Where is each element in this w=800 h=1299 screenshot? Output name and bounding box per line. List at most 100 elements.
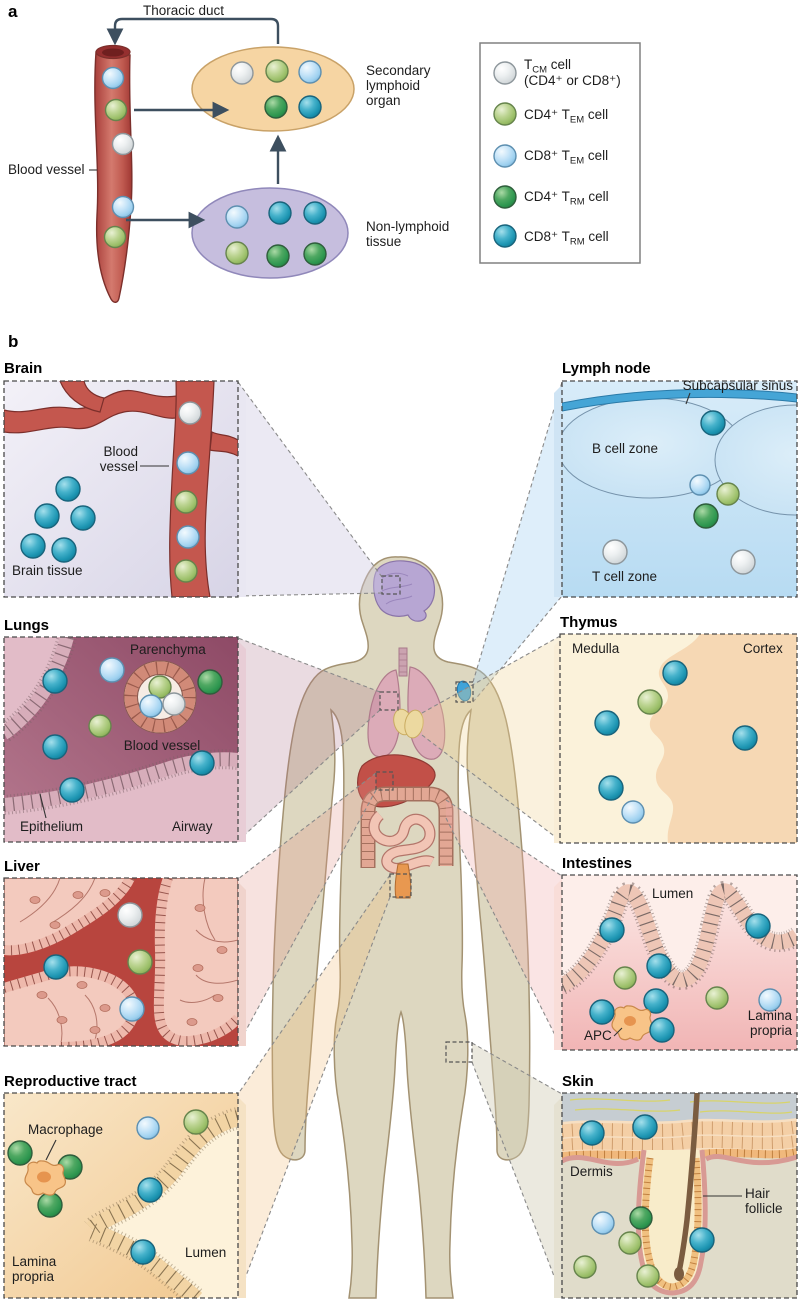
cd8-trm-cell <box>745 913 771 939</box>
b-cell-zone-label: B cell zone <box>592 441 659 456</box>
lungs-title: Lungs <box>4 617 49 634</box>
liver-title: Liver <box>4 858 40 875</box>
legend-item-cd4-trm: CD4⁺ TRM cell <box>524 189 609 208</box>
lymph-node-panel <box>554 380 798 598</box>
organ-zoom-boxes <box>375 575 474 1063</box>
lung-zoom-box <box>379 691 399 711</box>
intestines-panel <box>554 874 798 1051</box>
cd8-trm-cell <box>55 476 81 502</box>
blood-vessel-lumen <box>102 48 124 57</box>
tcm-cell-icon <box>493 61 517 85</box>
lymph-node-zoom-box <box>455 681 474 703</box>
cd4-tem-cell <box>104 98 128 122</box>
non-lymphoid-tissue-label: Non-lymphoid tissue <box>366 219 450 250</box>
reproductive-tract-title: Reproductive tract <box>4 1073 137 1090</box>
brain-panel <box>3 380 246 598</box>
cd8-trm-cell <box>700 410 726 436</box>
cd4-tem-cell <box>573 1255 597 1279</box>
subcapsular-sinus-label: Subcapsular sinus <box>682 378 793 393</box>
apc-nucleus <box>624 1016 636 1026</box>
cd4-tem-cell <box>225 241 249 265</box>
hair-shaft <box>676 1093 700 1275</box>
trachea-rings <box>399 653 407 673</box>
intestines-lamina-propria-label: Lamina propria <box>747 1008 792 1039</box>
cd4-trm-cell <box>629 1206 653 1230</box>
cd4-trm-cell <box>37 1192 63 1218</box>
hair-root <box>674 1267 684 1281</box>
medulla-label: Medulla <box>572 641 620 656</box>
brain-zoom-box <box>381 575 401 595</box>
cd4-trm-cell-icon <box>493 185 517 209</box>
epithelium-label: Epithelium <box>20 819 84 834</box>
legend-box <box>479 42 641 264</box>
cd8-trm-cell <box>589 999 615 1025</box>
tcm-cell <box>730 549 756 575</box>
cd4-tem-cell <box>637 689 663 715</box>
cd8-trm-cell <box>298 95 322 119</box>
lymph-node-organ <box>456 680 472 702</box>
thymus-title: Thymus <box>560 614 618 631</box>
cd8-trm-cell <box>189 750 215 776</box>
cd8-trm-cell-icon <box>493 224 517 248</box>
legend-item-cd8-tem: CD8⁺ TEM cell <box>524 148 609 167</box>
tcm-cell <box>111 132 135 156</box>
tcm-cell <box>230 61 254 85</box>
cd8-trm-cell <box>43 954 69 980</box>
cd4-tem-cell <box>127 949 153 975</box>
thymus-cortex-region <box>649 634 797 843</box>
cd4-tem-cell <box>174 490 198 514</box>
cd8-tem-cell <box>136 1116 160 1140</box>
hepatocyte-nuclei <box>29 889 228 1034</box>
cd4-tem-cell <box>618 1231 642 1255</box>
brain-title: Brain <box>4 360 43 377</box>
reproductive-lumen-label: Lumen <box>185 1245 227 1260</box>
blood-vessel-label: Blood vessel <box>8 162 85 177</box>
cd4-tem-cell <box>174 559 198 583</box>
apc-leader <box>613 1027 623 1037</box>
cd8-tem-cell <box>101 66 125 90</box>
cd8-trm-cell <box>59 777 85 803</box>
subcapsular-sinus-band <box>562 388 797 412</box>
cortex-label: Cortex <box>743 641 783 656</box>
connector-wedges <box>237 381 563 1298</box>
cd8-trm-cell <box>632 1114 658 1140</box>
cd4-tem-cell <box>265 59 289 83</box>
cd8-trm-cell <box>594 710 620 736</box>
airway-upper <box>4 637 67 733</box>
legend-item-cd8-trm: CD8⁺ TRM cell <box>524 229 609 248</box>
lymph-node-title: Lymph node <box>562 360 651 377</box>
cd4-tem-cell <box>705 986 729 1010</box>
cd8-trm-cell <box>130 1239 156 1265</box>
macrophage-label: Macrophage <box>28 1122 104 1137</box>
skin-title: Skin <box>562 1073 594 1090</box>
legend-item-cd4-tem: CD4⁺ TEM cell <box>524 107 609 126</box>
panel-a-label: a <box>8 2 18 21</box>
tcm-cell <box>602 539 628 565</box>
hair-follicle-label: Hair follicle <box>745 1186 783 1217</box>
lungs-blood-vessel-label: Blood vessel <box>123 738 201 753</box>
apc-label: APC <box>584 1028 612 1043</box>
cd4-tem-cell-icon <box>493 102 517 126</box>
thoracic-duct-label: Thoracic duct <box>143 3 225 18</box>
legend-item-tcm: TCM cell <box>524 57 572 76</box>
basement-membrane <box>704 1153 797 1166</box>
brain-gyri <box>379 572 413 605</box>
macrophage-nucleus <box>37 1171 51 1183</box>
cd8-tem-cell <box>621 800 645 824</box>
cd8-tem-cell <box>225 205 249 229</box>
cd8-trm-cell <box>643 988 669 1014</box>
thymus-panel <box>554 633 798 844</box>
cd4-trm-cell <box>266 244 290 268</box>
cd8-tem-cell <box>139 694 163 718</box>
cd8-trm-cell <box>42 668 68 694</box>
reproductive-lamina-propria-label: Lamina propria <box>12 1254 57 1285</box>
liver-zoom-box <box>375 771 394 791</box>
secondary-lymphoid-organ <box>191 46 355 132</box>
cd4-tem-cell <box>183 1109 209 1135</box>
lungs-panel <box>3 636 246 843</box>
tcm-cell <box>178 401 202 425</box>
airway-lower <box>4 759 238 842</box>
cd4-trm-cell <box>197 669 223 695</box>
